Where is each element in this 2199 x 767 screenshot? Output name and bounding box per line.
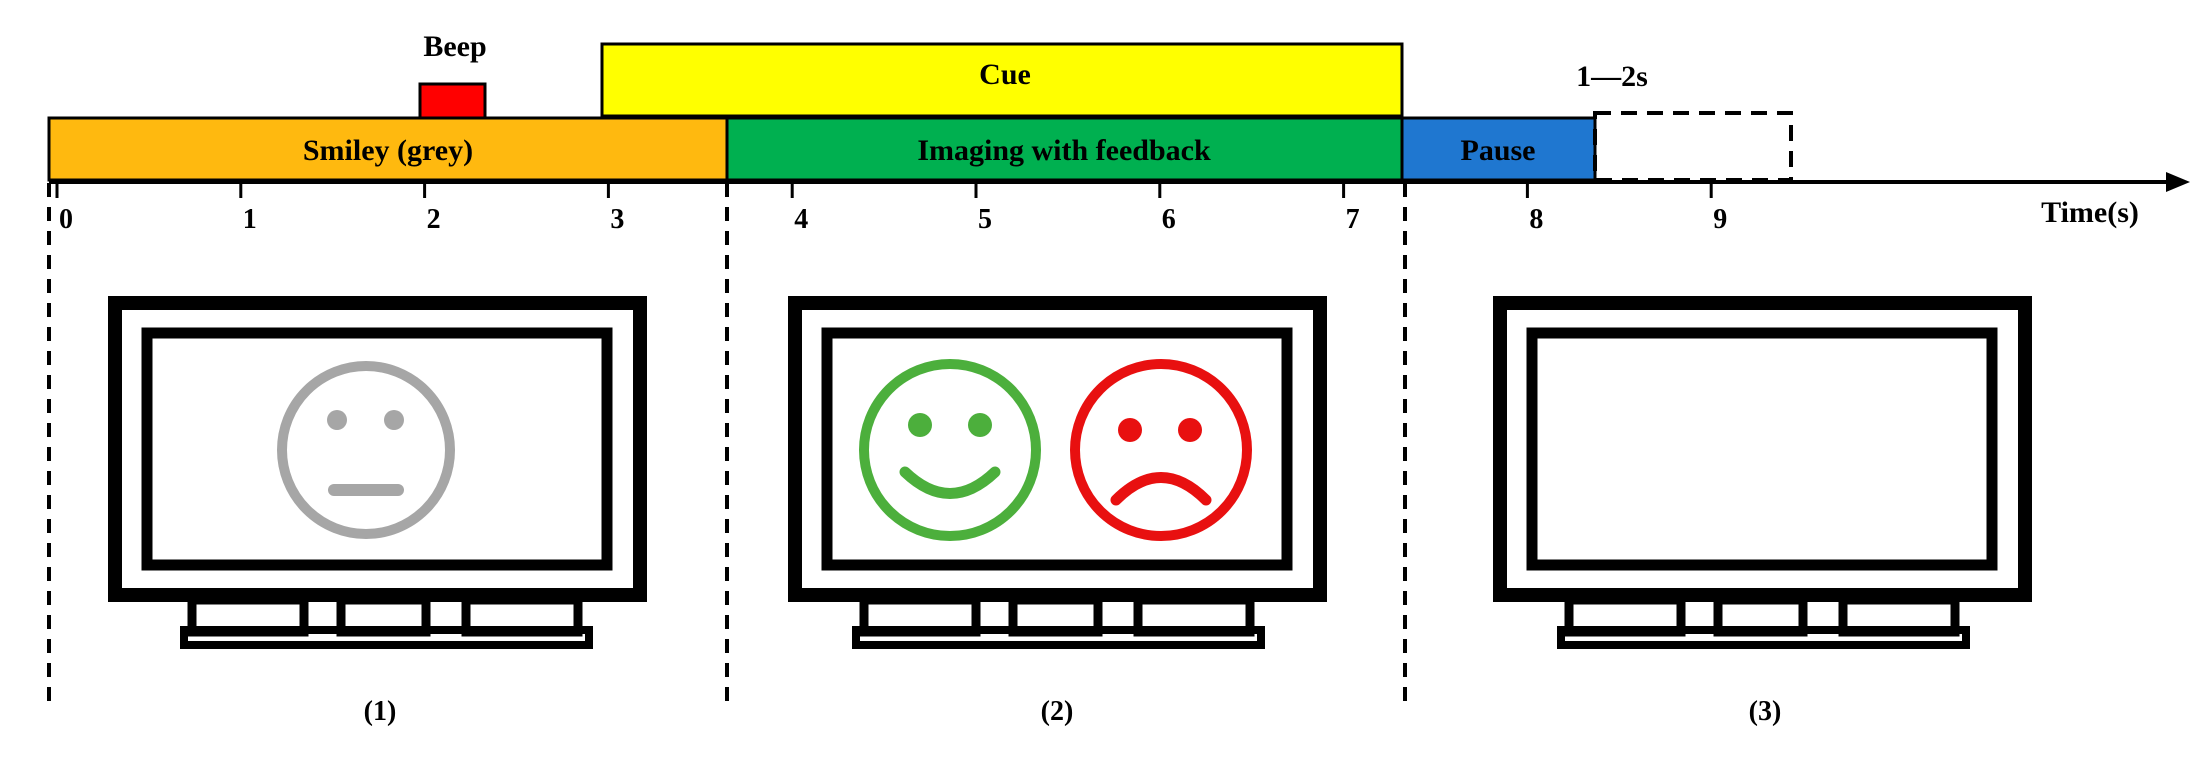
neutral-face-icon — [277, 361, 455, 539]
beep-bar — [418, 82, 487, 120]
time-axis-label: Time(s) — [2041, 196, 2139, 229]
sad-face-icon — [1070, 359, 1252, 541]
tick-label-9: 9 — [1713, 204, 1727, 235]
tick-label-3: 3 — [610, 204, 624, 235]
time-axis-ticks: 0 1 2 3 4 5 6 7 8 9 — [55, 182, 1727, 235]
phase-separators — [47, 183, 1407, 705]
cue-bar — [600, 42, 1404, 118]
panel-3-label: (3) — [1749, 696, 1782, 727]
monitor-3-icon — [1493, 296, 2032, 649]
smiley-segment-label: Smiley (grey) — [303, 134, 473, 167]
imaging-segment-label: Imaging with feedback — [917, 134, 1211, 167]
tick-label-6: 6 — [1162, 204, 1176, 235]
smiley-segment — [47, 116, 729, 182]
happy-face-icon — [859, 359, 1041, 541]
tick-label-7: 7 — [1346, 204, 1360, 235]
panel-2: (2) — [788, 296, 1327, 727]
panel-1-label: (1) — [364, 696, 397, 727]
pause-extension-label: 1—2s — [1576, 60, 1648, 93]
pause-segment — [1400, 116, 1597, 182]
tick-label-8: 8 — [1529, 204, 1543, 235]
tick-label-4: 4 — [794, 204, 808, 235]
tick-label-0: 0 — [59, 204, 73, 235]
pause-segment-label: Pause — [1461, 134, 1536, 167]
panel-2-label: (2) — [1041, 696, 1074, 727]
panel-1: (1) — [108, 296, 647, 727]
tick-label-1: 1 — [243, 204, 257, 235]
cue-label: Cue — [979, 58, 1031, 91]
timeline: Beep Cue Smiley (grey) Imaging with feed… — [47, 30, 2190, 235]
tick-label-2: 2 — [427, 204, 441, 235]
monitor-1-icon — [108, 296, 647, 649]
beep-label: Beep — [423, 30, 486, 63]
panel-3: (3) — [1493, 296, 2032, 727]
time-axis-arrowhead — [2166, 172, 2190, 192]
tick-label-5: 5 — [978, 204, 992, 235]
monitor-2-icon — [788, 296, 1327, 649]
pause-extension-dashed-box — [1593, 111, 1793, 182]
